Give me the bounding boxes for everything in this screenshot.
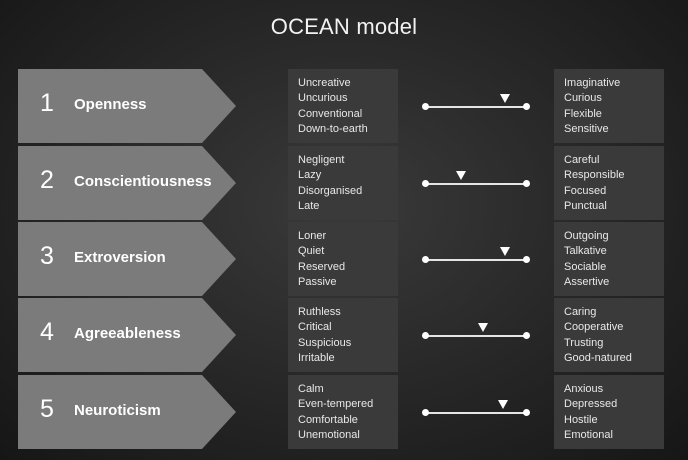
scale-left-end <box>422 180 429 187</box>
trait-name: Neuroticism <box>74 402 161 419</box>
high-word: Cooperative <box>564 321 624 334</box>
scale-right-end <box>523 103 530 110</box>
low-word: Lazy <box>298 169 322 182</box>
low-descriptors: Calm Even-tempered Comfortable Unemotion… <box>288 375 398 449</box>
trait-name: Extroversion <box>74 249 166 266</box>
trait-row-extroversion: 3 Extroversion Loner Quiet Reserved Pass… <box>0 222 688 296</box>
high-word: Good-natured <box>564 351 632 364</box>
low-word: Passive <box>298 275 337 288</box>
low-word: Down-to-earth <box>298 122 368 135</box>
scale-left-end <box>422 103 429 110</box>
trait-scale <box>420 400 532 423</box>
scale-left-end <box>422 409 429 416</box>
scale-marker <box>497 400 508 409</box>
trait-number: 2 <box>40 166 54 194</box>
scale-marker <box>499 247 510 256</box>
trait-arrow <box>18 298 236 372</box>
high-word: Outgoing <box>564 230 609 242</box>
trait-scale <box>420 323 532 346</box>
trait-scale <box>420 247 532 270</box>
low-word: Critical <box>298 321 332 334</box>
low-word: Comfortable <box>298 413 358 426</box>
high-word: Imaginative <box>564 77 621 89</box>
scale-line <box>425 259 527 261</box>
high-word: Hostile <box>564 413 598 426</box>
trait-arrow <box>18 69 236 143</box>
low-descriptors: Uncreative Uncurious Conventional Down-t… <box>288 69 398 143</box>
low-word: Negligent <box>298 154 345 166</box>
scale-left-end <box>422 332 429 339</box>
high-descriptors: Caring Cooperative Trusting Good-natured <box>554 298 664 372</box>
trait-scale <box>420 171 532 194</box>
low-descriptors: Negligent Lazy Disorganised Late <box>288 146 398 220</box>
trait-name: Openness <box>74 96 147 113</box>
trait-number: 1 <box>40 89 54 117</box>
trait-name: Conscientiousness <box>74 173 212 190</box>
scale-marker <box>455 171 466 180</box>
trait-scale <box>420 94 532 117</box>
scale-right-end <box>523 332 530 339</box>
trait-arrow <box>18 375 236 449</box>
scale-right-end <box>523 409 530 416</box>
trait-name: Agreeableness <box>74 325 181 342</box>
high-word: Trusting <box>564 336 604 349</box>
high-word: Depressed <box>564 398 618 411</box>
low-word: Loner <box>298 230 327 242</box>
high-word: Talkative <box>564 245 607 258</box>
trait-row-conscientiousness: 2 Conscientiousness Negligent Lazy Disor… <box>0 146 688 220</box>
trait-arrow <box>18 222 236 296</box>
low-word: Calm <box>298 383 324 395</box>
trait-row-neuroticism: 5 Neuroticism Calm Even-tempered Comfort… <box>0 375 688 449</box>
scale-marker <box>499 94 510 103</box>
scale-line <box>425 335 527 337</box>
high-word: Responsible <box>564 169 625 182</box>
scale-line <box>425 106 527 108</box>
high-word: Emotional <box>564 428 613 441</box>
high-descriptors: Careful Responsible Focused Punctual <box>554 146 664 220</box>
high-word: Assertive <box>564 275 610 288</box>
low-word: Irritable <box>298 351 335 364</box>
low-word: Ruthless <box>298 306 341 318</box>
trait-number: 3 <box>40 242 54 270</box>
low-word: Disorganised <box>298 184 363 197</box>
low-word: Uncurious <box>298 92 348 105</box>
low-word: Unemotional <box>298 428 360 441</box>
high-word: Focused <box>564 184 607 197</box>
scale-line <box>425 183 527 185</box>
trait-number: 5 <box>40 395 54 423</box>
low-word: Uncreative <box>298 77 351 89</box>
high-descriptors: Imaginative Curious Flexible Sensitive <box>554 69 664 143</box>
low-word: Even-tempered <box>298 398 374 411</box>
trait-row-agreeableness: 4 Agreeableness Ruthless Critical Suspic… <box>0 298 688 372</box>
scale-right-end <box>523 180 530 187</box>
trait-arrow <box>18 146 236 220</box>
high-descriptors: Anxious Depressed Hostile Emotional <box>554 375 664 449</box>
high-word: Careful <box>564 154 600 166</box>
high-word: Anxious <box>564 383 604 395</box>
high-word: Caring <box>564 306 597 318</box>
high-word: Punctual <box>564 199 607 212</box>
low-word: Late <box>298 199 320 212</box>
trait-number: 4 <box>40 318 54 346</box>
low-descriptors: Loner Quiet Reserved Passive <box>288 222 398 296</box>
low-word: Suspicious <box>298 336 352 349</box>
high-descriptors: Outgoing Talkative Sociable Assertive <box>554 222 664 296</box>
low-descriptors: Ruthless Critical Suspicious Irritable <box>288 298 398 372</box>
scale-marker <box>478 323 489 332</box>
scale-right-end <box>523 256 530 263</box>
trait-row-openness: 1 Openness Uncreative Uncurious Conventi… <box>0 69 688 143</box>
high-word: Sociable <box>564 260 607 273</box>
scale-left-end <box>422 256 429 263</box>
high-word: Curious <box>564 92 602 105</box>
low-word: Quiet <box>298 245 325 258</box>
high-word: Sensitive <box>564 122 609 135</box>
page-title: OCEAN model <box>270 14 418 39</box>
high-word: Flexible <box>564 107 602 120</box>
low-word: Reserved <box>298 260 346 273</box>
low-word: Conventional <box>298 107 363 120</box>
scale-line <box>425 412 527 414</box>
